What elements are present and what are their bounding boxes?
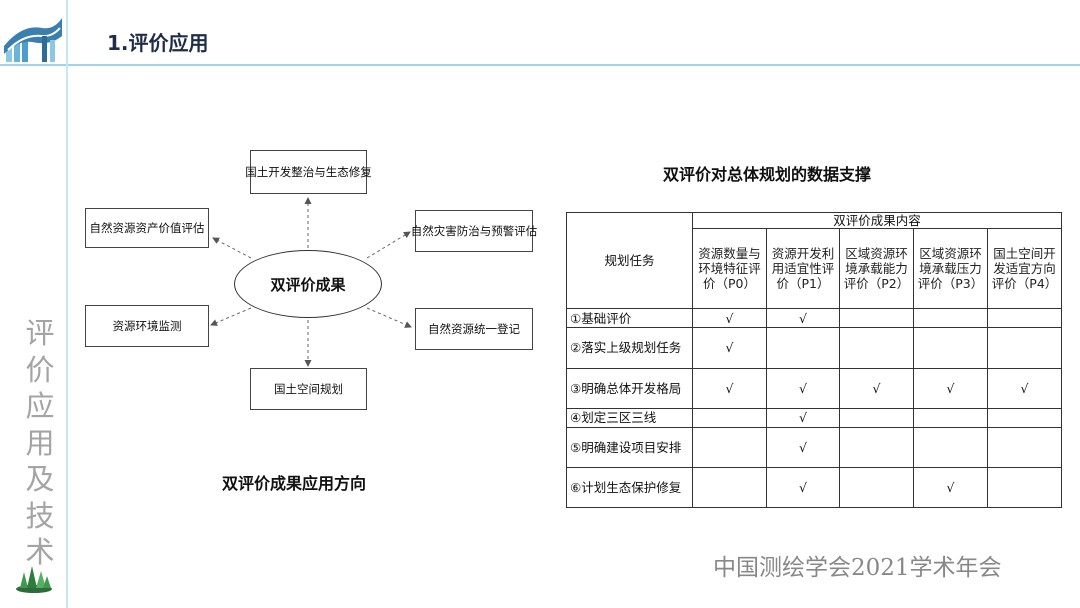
node-unified-registration: 自然资源统一登记 [415,308,533,350]
check-cell [839,407,914,428]
vertical-section-title: 评 价 应 用 及 技 术 [20,315,60,571]
task-header: 规划任务 [566,211,693,310]
row-label: ②落实上级规划任务 [566,327,693,369]
vertical-title-char: 应 [25,389,55,423]
check-cell [839,426,914,468]
column-header: 区域资源环境承载压力评价（P3） [913,228,988,310]
node-asset-valuation: 自然资源资产价值评估 [85,208,209,248]
column-header: 区域资源环境承载能力评价（P2） [839,228,914,310]
vertical-title-char: 评 [25,316,55,350]
book-logo-icon [4,18,62,62]
check-cell [986,327,1063,369]
column-header: 资源开发利用适宜性评价（P1） [766,228,840,310]
check-cell [766,327,840,369]
check-cell: √ [766,308,840,329]
check-cell [692,466,767,509]
diagram-arrows [210,197,412,367]
check-cell: √ [692,367,767,409]
check-cell [692,426,767,468]
row-label: ④划定三区三线 [566,407,693,428]
check-cell [913,426,988,468]
table-row: ②落实上级规划任务 √ [566,327,1063,369]
left-vertical-divider [66,0,68,608]
group-header: 双评价成果内容 [691,211,1063,230]
vertical-title-char: 技 [25,498,55,533]
conference-footer: 中国测绘学会2021学术年会 [713,555,1002,581]
check-cell [913,327,988,369]
arrow-to-left-bottom [210,307,252,326]
check-cell: √ [839,367,914,409]
check-cell: √ [766,407,840,428]
row-label: ③明确总体开发格局 [566,367,693,409]
slide-title: 1.评价应用 [107,31,209,55]
check-cell: √ [692,308,767,329]
diagram-caption: 双评价成果应用方向 [222,474,367,493]
vertical-title-char: 用 [25,425,55,460]
row-label: ①基础评价 [566,308,693,329]
row-label: ⑥计划生态保护修复 [566,466,693,509]
column-header: 资源数量与环境特征评价（P0） [692,228,767,310]
table-row: ①基础评价 √ √ [566,308,1063,329]
check-cell [986,308,1063,329]
check-cell [986,466,1063,509]
check-cell [839,466,914,509]
check-cell: √ [692,327,767,369]
check-cell [913,407,988,428]
arrow-to-left-top [212,237,252,259]
center-node: 双评价成果 [234,250,382,318]
row-label: ⑤明确建设项目安排 [566,426,693,468]
arrow-to-right-bottom [366,307,412,328]
vertical-title-char: 及 [25,462,55,496]
table-row: ④划定三区三线 √ [566,407,1063,428]
node-environment-monitoring: 资源环境监测 [85,305,209,347]
check-cell [692,407,767,428]
check-cell: √ [766,367,840,409]
check-cell: √ [913,367,988,409]
node-disaster-prevention: 自然灾害防治与预警评估 [411,210,537,252]
vertical-title-char: 术 [25,535,55,569]
check-cell [986,426,1063,468]
check-cell: √ [766,426,840,468]
table-row: ⑥计划生态保护修复 √ √ [566,466,1063,509]
check-cell: √ [766,466,840,509]
check-cell [839,308,914,329]
check-cell [986,407,1063,428]
check-cell [913,308,988,329]
node-spatial-planning: 国土空间规划 [250,368,367,410]
forest-icon [16,566,52,593]
node-land-remediation: 国土开发整治与生态修复 [245,150,372,194]
vertical-title-char: 价 [25,352,55,387]
check-cell: √ [913,466,988,509]
check-cell [839,327,914,369]
application-diagram: 国土开发整治与生态修复 自然资源资产价值评估 自然灾害防治与预警评估 资源环境监… [85,150,555,420]
header-divider [0,64,1080,66]
check-cell: √ [986,367,1063,409]
data-support-table: 规划任务 双评价成果内容 资源数量与环境特征评价（P0） 资源开发利用适宜性评价… [566,211,1063,509]
table-caption: 双评价对总体规划的数据支撑 [663,165,872,184]
table-row: ③明确总体开发格局 √ √ √ √ √ [566,367,1063,409]
column-header: 国土空间开发适宜方向评价（P4） [986,228,1063,310]
table-row: ⑤明确建设项目安排 √ [566,426,1063,468]
arrow-to-right-top [366,231,411,259]
